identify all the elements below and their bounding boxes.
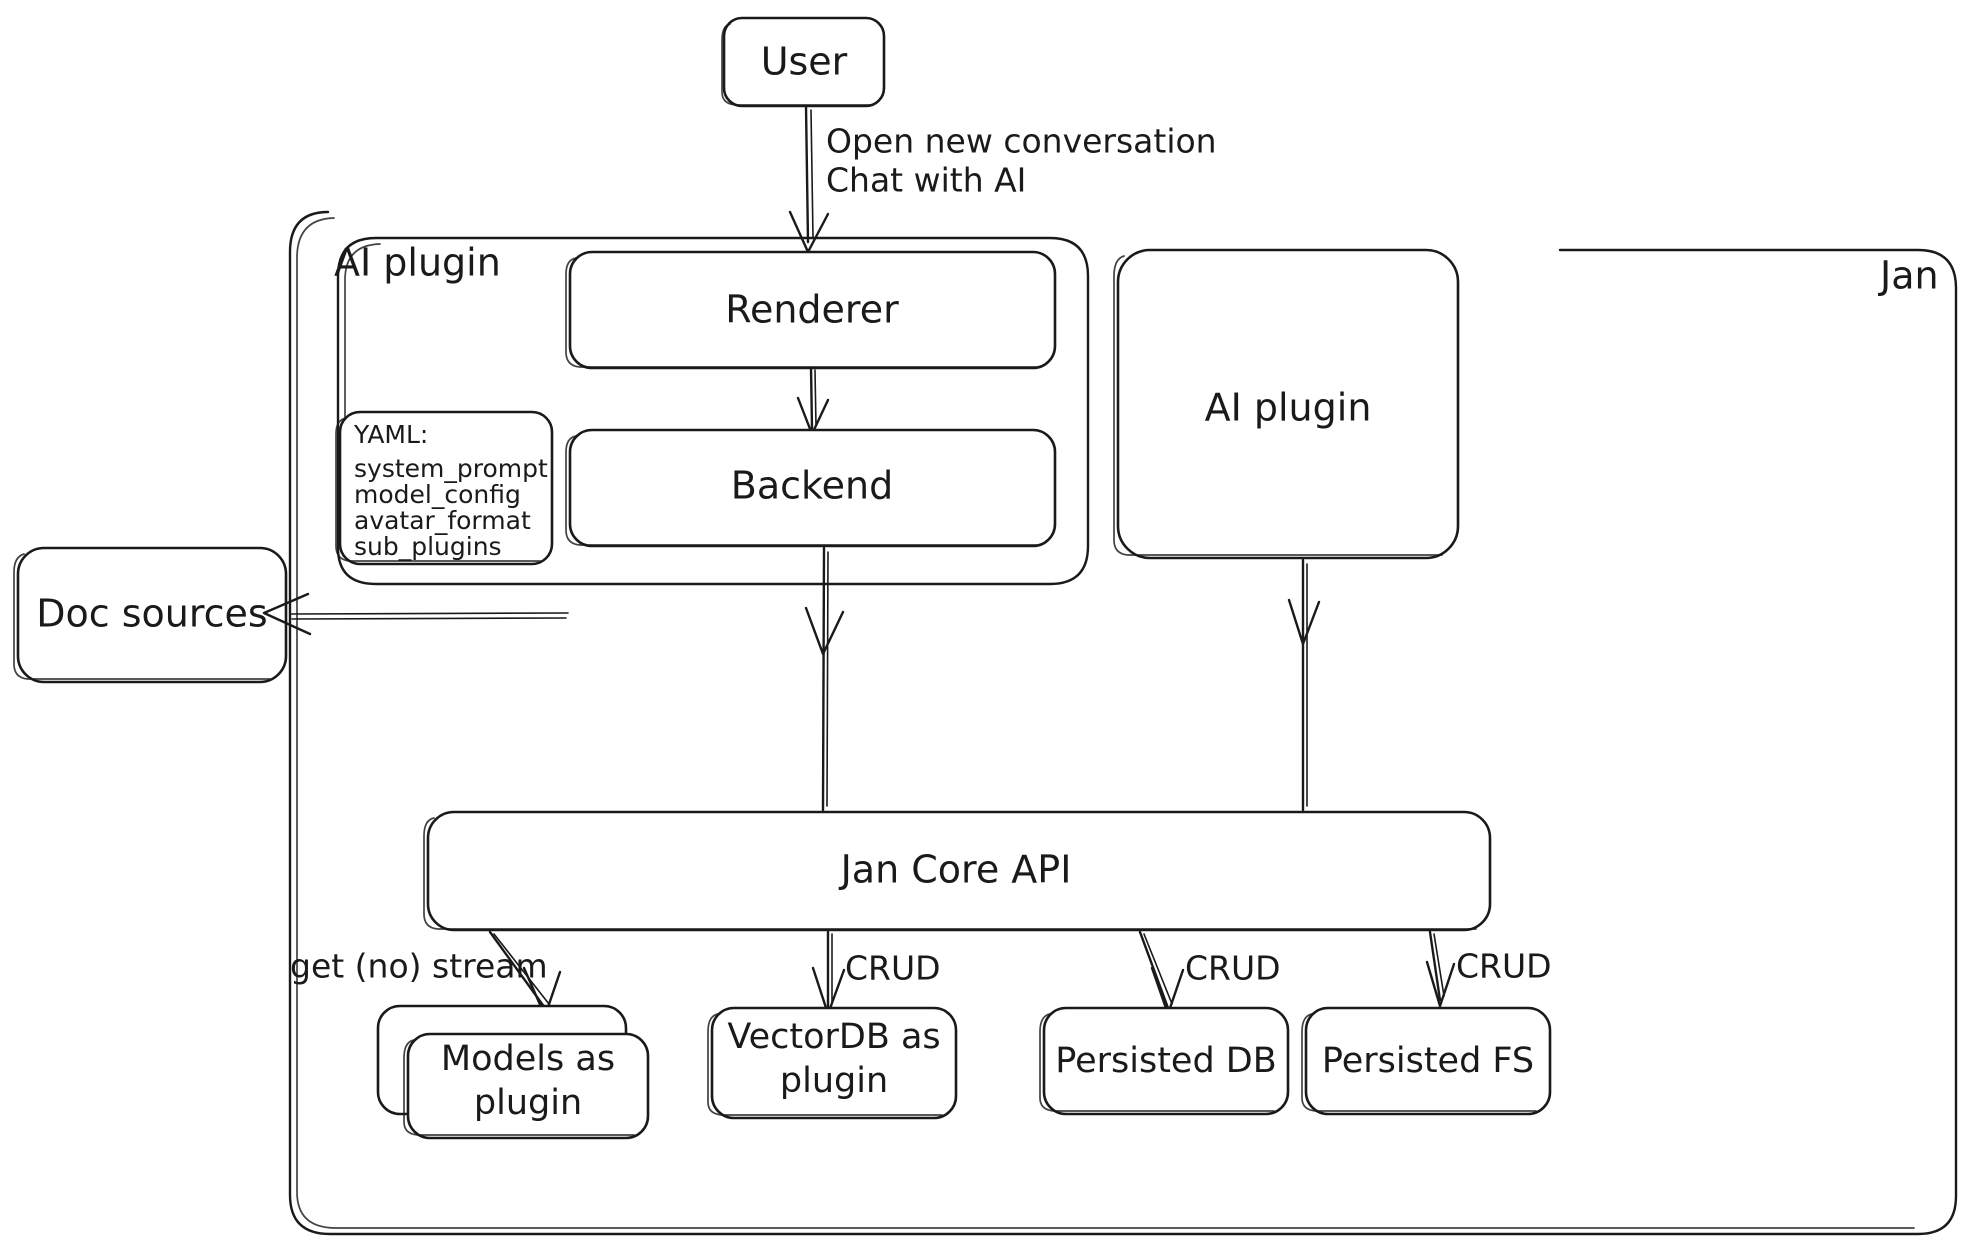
edge-core-to-models: get (no) stream [290, 930, 562, 1018]
vectordb-plugin-box[interactable] [710, 1006, 958, 1120]
yaml-item-model-config: model_config [354, 480, 521, 509]
edge-core-to-vectordb: CRUD [811, 930, 941, 1016]
models-plugin-label-line1: Models as [441, 1039, 615, 1079]
jan-container-outline-sketch [296, 217, 1915, 1229]
edge-renderer-backend-line-sketch [814, 369, 817, 427]
doc-sources-box-sketch [13, 553, 271, 680]
edge-backend-core-arrowhead [804, 606, 845, 656]
edge-backend-to-core [804, 546, 845, 812]
jan-container-outline [288, 210, 1958, 1236]
yaml-item-avatar-format: avatar_format [354, 506, 531, 535]
yaml-item-sub-plugins: sub_plugins [354, 532, 502, 561]
backend-box[interactable] [568, 428, 1057, 548]
persisted-fs-box-sketch [1301, 1013, 1537, 1112]
backend-box-sketch [565, 435, 1041, 546]
jan-core-api-box[interactable] [426, 810, 1492, 932]
user-box-sketch [721, 23, 871, 106]
yaml-item-system-prompt: system_prompt [354, 454, 548, 483]
edge-user-renderer-line-sketch [810, 109, 814, 239]
persisted-fs-box[interactable] [1304, 1006, 1552, 1116]
edge-backend-core-line [821, 546, 826, 812]
edge-core-persistedfs-line-sketch [1433, 933, 1445, 997]
edge-user-to-renderer: Open new conversation Chat with AI [788, 104, 1217, 254]
edge-label-open-new-conversation: Open new conversation [826, 122, 1217, 161]
edge-core-models-line-sketch [493, 933, 550, 1005]
ai-plugin-right-box-sketch [1113, 255, 1443, 556]
ai-plugin-group-label: AI plugin [334, 241, 501, 285]
node-persisted-db[interactable]: Persisted DB [1039, 1006, 1290, 1116]
node-backend[interactable]: Backend [565, 428, 1057, 548]
container-jan: Jan [288, 210, 1958, 1236]
node-doc-sources[interactable]: Doc sources [13, 546, 288, 684]
edge-core-persisteddb-line [1138, 930, 1170, 1010]
edge-aiplugin-core-arrowhead [1287, 598, 1321, 646]
models-plugin-label-line2: plugin [474, 1083, 582, 1123]
ai-plugin-group-outline [336, 236, 1090, 586]
node-user[interactable]: User [721, 16, 886, 108]
vectordb-plugin-label-line1: VectorDB as [727, 1017, 940, 1057]
edge-label-crud-vectordb: CRUD [845, 949, 941, 988]
jan-core-api-box-sketch [423, 817, 1477, 930]
models-plugin-box-sketch [403, 1039, 635, 1136]
edge-backend-core-line-sketch [826, 551, 829, 807]
edge-label-get-no-stream: get (no) stream [290, 947, 548, 986]
persisted-db-box-sketch [1039, 1013, 1275, 1112]
edge-ai-plugin-to-core [1287, 558, 1321, 812]
node-jan-core-api[interactable]: Jan Core API [423, 810, 1492, 932]
edge-core-to-persisted-fs: CRUD [1425, 930, 1552, 1008]
doc-sources-label: Doc sources [36, 592, 267, 636]
renderer-box-sketch [565, 257, 1041, 368]
jan-core-api-label: Jan Core API [839, 848, 1072, 892]
yaml-title: YAML: [353, 420, 428, 449]
edge-backend-doc-line [289, 612, 569, 615]
edge-label-crud-persisted-db: CRUD [1185, 949, 1281, 988]
edge-renderer-backend-line [809, 366, 814, 430]
renderer-box[interactable] [568, 250, 1057, 370]
vectordb-plugin-box-sketch [707, 1013, 943, 1116]
node-renderer[interactable]: Renderer [565, 250, 1057, 370]
edge-label-crud-persisted-fs: CRUD [1456, 947, 1552, 986]
node-models-plugin[interactable]: Models as plugin [376, 1004, 650, 1140]
edge-backend-doc-arrowhead [262, 592, 312, 636]
yaml-card-sketch [335, 417, 541, 562]
user-box[interactable] [722, 16, 886, 108]
edge-renderer-to-backend [796, 366, 830, 436]
jan-container-label: Jan [1878, 254, 1939, 298]
node-persisted-fs[interactable]: Persisted FS [1301, 1006, 1552, 1116]
backend-label: Backend [731, 464, 893, 508]
persisted-db-box[interactable] [1042, 1006, 1290, 1116]
edge-backend-doc-line-sketch [291, 617, 567, 620]
vectordb-plugin-label-line2: plugin [780, 1061, 888, 1101]
doc-sources-box[interactable] [16, 546, 288, 684]
models-plugin-box[interactable] [406, 1032, 650, 1140]
persisted-fs-label: Persisted FS [1322, 1041, 1534, 1081]
node-ai-plugin-right[interactable]: AI plugin [1113, 248, 1460, 560]
edge-user-renderer-line [804, 104, 810, 244]
container-ai-plugin-group: AI plugin [334, 236, 1090, 586]
ai-plugin-right-box[interactable] [1116, 248, 1460, 560]
persisted-db-label: Persisted DB [1055, 1041, 1277, 1081]
renderer-label: Renderer [725, 288, 899, 332]
edge-core-persisteddb-line-sketch [1143, 933, 1173, 1005]
edge-core-to-persisted-db: CRUD [1138, 930, 1281, 1016]
edge-backend-to-doc-sources [262, 592, 569, 636]
ai-plugin-group-outline-sketch [344, 243, 381, 546]
edge-core-persistedfs-line [1428, 930, 1442, 1002]
yaml-card-box [338, 410, 554, 566]
yaml-card: YAML: system_prompt model_config avatar_… [335, 410, 554, 566]
user-label: User [761, 40, 848, 84]
edge-core-persistedfs-arrowhead [1425, 960, 1456, 1008]
node-vectordb-plugin[interactable]: VectorDB as plugin [707, 1006, 958, 1120]
edge-label-chat-with-ai: Chat with AI [826, 161, 1026, 200]
ai-plugin-right-label: AI plugin [1205, 386, 1372, 430]
